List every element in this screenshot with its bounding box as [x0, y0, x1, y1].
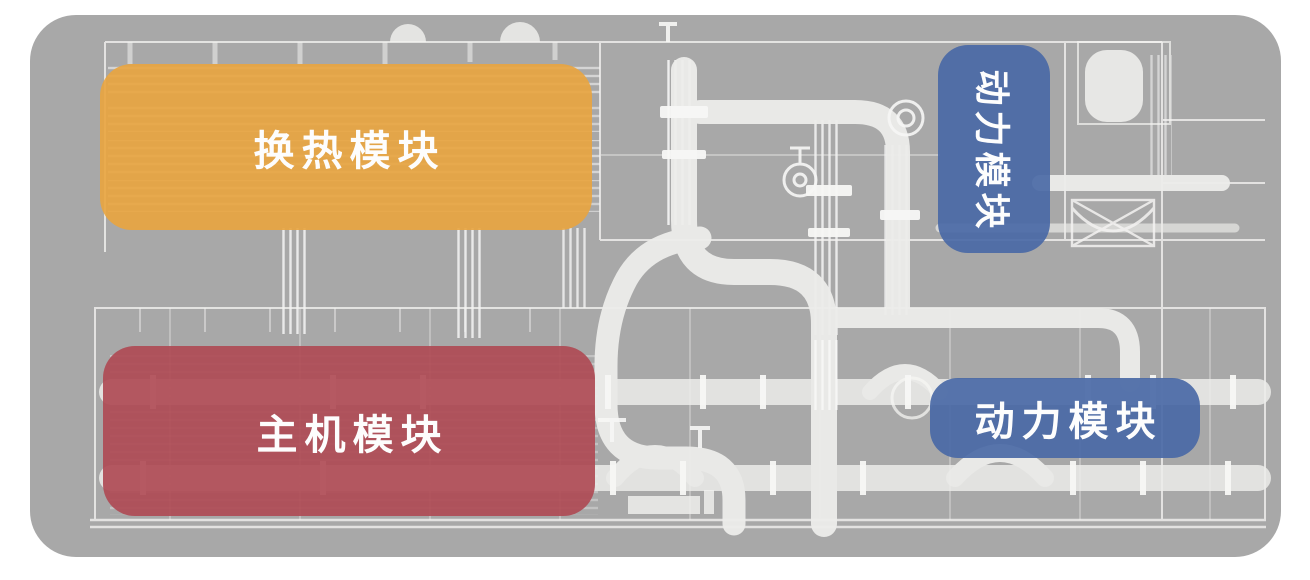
label-text: 动力模块	[974, 400, 1163, 444]
valve-handwheels	[598, 22, 934, 448]
label-main-engine-module: 主机模块	[103, 346, 595, 516]
label-power-module-horizontal: 动力模块	[930, 378, 1200, 458]
label-power-module-vertical: 动力模块	[938, 45, 1050, 253]
top-rail-ticks	[127, 42, 558, 64]
label-text: 主机模块	[256, 412, 449, 458]
label-text: 换热模块	[253, 128, 446, 174]
equipment-shapes	[390, 22, 1171, 514]
label-heat-exchange-module: 换热模块	[100, 64, 592, 230]
label-text: 动力模块	[971, 69, 1013, 234]
pipe-hatch-band	[812, 340, 838, 410]
